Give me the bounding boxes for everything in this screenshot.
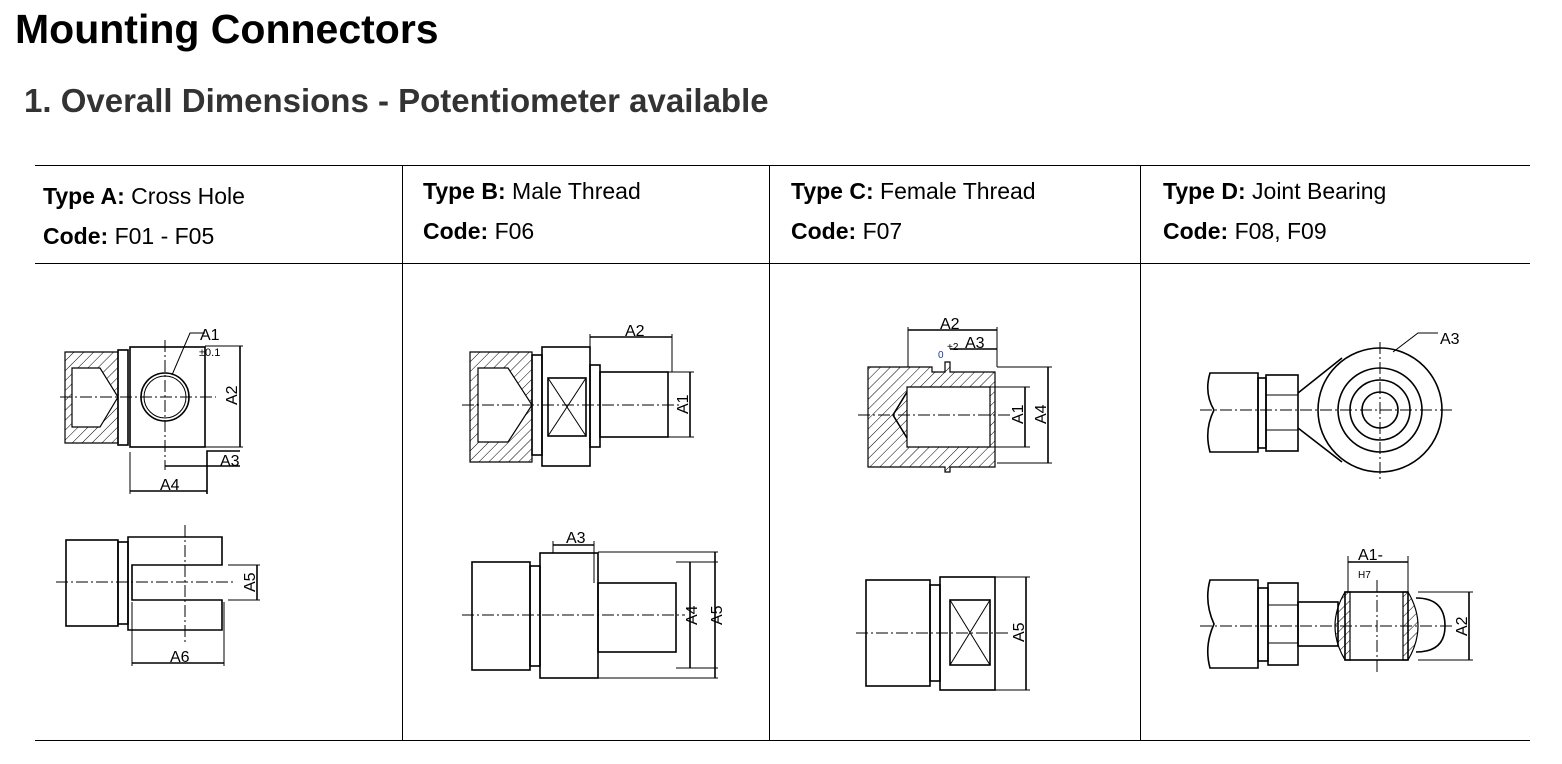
code-value: F07 — [862, 218, 903, 244]
type-c-side-view: A5 — [856, 576, 1030, 691]
dim-a2-label: A2 — [1454, 616, 1471, 636]
code-label: Code: — [43, 223, 109, 249]
dim-a3-label: A3 — [965, 335, 985, 352]
dim-a5-label: A5 — [242, 572, 259, 592]
page-title: Mounting Connectors — [15, 6, 439, 52]
dim-a1-label: A1 — [1010, 404, 1027, 424]
code-label: Code: — [1163, 218, 1229, 244]
type-name: Male Thread — [512, 178, 641, 204]
type-name: Joint Bearing — [1252, 178, 1387, 204]
fit-label: H7 — [1358, 570, 1371, 581]
header-divider — [35, 263, 1530, 264]
dim-a3-label: A3 — [220, 453, 240, 470]
dim-a2-label: A2 — [224, 385, 241, 405]
type-label: Type D: — [1163, 178, 1246, 204]
type-d-top-view: A3 — [1200, 331, 1460, 482]
dim-a5-label: A5 — [709, 605, 726, 625]
dim-a4-label: A4 — [684, 605, 701, 625]
type-c-top-view: A2 A3 0 +2 A1 A4 — [858, 316, 1052, 473]
section-heading: 1. Overall Dimensions - Potentiometer av… — [24, 82, 769, 119]
dim-a2-label: A2 — [940, 316, 960, 333]
type-label: Type B: — [423, 178, 506, 204]
type-label: Type C: — [791, 178, 874, 204]
dim-a2-label: A2 — [625, 323, 645, 340]
dim-a3-label: A3 — [1440, 331, 1460, 348]
dim-a5-label: A5 — [1011, 622, 1028, 642]
dim-a4-label: A4 — [1033, 404, 1050, 424]
type-a-top-view: A1 ±0.1 A2 A3 A4 — [60, 327, 243, 494]
type-name: Female Thread — [880, 178, 1036, 204]
type-b-side-view: A3 A4 A5 — [462, 530, 726, 679]
code-label: Code: — [791, 218, 857, 244]
dim-a1-label: A1- — [1358, 547, 1383, 564]
type-c-header: Type C: Female Thread Code: F07 — [791, 171, 1036, 251]
column-divider — [402, 165, 403, 741]
code-value: F06 — [494, 218, 535, 244]
type-b-top-view: A2 A1 — [462, 323, 694, 467]
type-d-header: Type D: Joint Bearing Code: F08, F09 — [1163, 171, 1386, 251]
type-a-side-view: A5 A6 — [56, 525, 260, 666]
type-name: Cross Hole — [131, 183, 245, 209]
column-divider — [1140, 165, 1141, 741]
code-label: Code: — [423, 218, 489, 244]
table-top-border — [35, 165, 1530, 166]
code-value: F08, F09 — [1234, 218, 1327, 244]
dim-a3-label: A3 — [566, 530, 586, 547]
tolerance-label: ±0.1 — [199, 347, 220, 359]
type-a-header: Type A: Cross Hole Code: F01 - F05 — [43, 176, 245, 256]
tolerance-lower: 0 — [938, 350, 944, 361]
type-label: Type A: — [43, 183, 125, 209]
code-value: F01 - F05 — [114, 223, 215, 249]
type-d-side-view: A1- H7 A2 — [1200, 547, 1473, 672]
dim-a4-label: A4 — [160, 477, 180, 494]
table-bottom-border — [35, 740, 1530, 741]
dim-a1-label: A1 — [675, 394, 692, 414]
column-divider — [769, 165, 770, 741]
dim-a6-label: A6 — [170, 649, 190, 666]
dim-a1-label: A1 — [200, 327, 220, 344]
type-b-header: Type B: Male Thread Code: F06 — [423, 171, 641, 251]
tolerance-upper: +2 — [947, 342, 959, 353]
